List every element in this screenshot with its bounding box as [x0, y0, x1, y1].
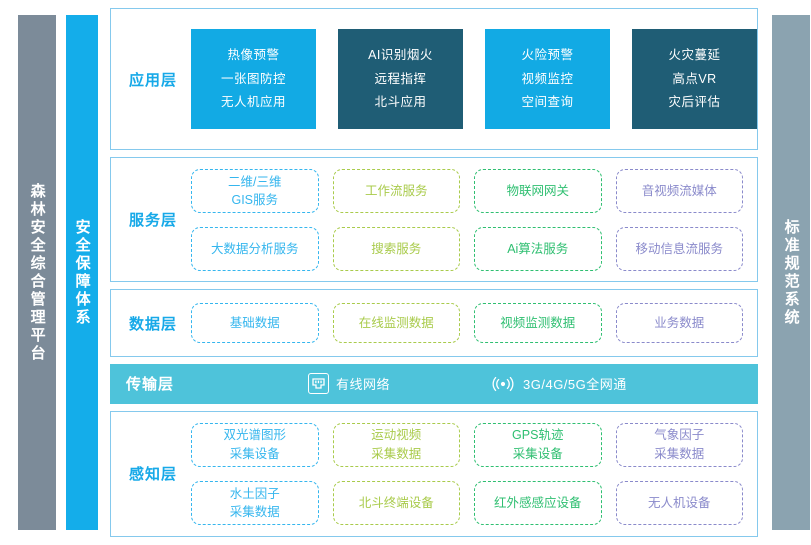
security-bar-label: 安全保障体系: [73, 218, 91, 327]
service-layer: 服务层 二维/三维 GIS服务 工作流服务 物联网网关 音视频流媒体大数据分析服务 搜索…: [110, 157, 758, 283]
capability-pill-label: 视频监测数据: [500, 316, 576, 331]
capability-pill-label: 二维/三维 GIS服务: [228, 174, 282, 207]
capability-pill-label: 红外感感应设备: [493, 496, 582, 511]
perception-layer: 感知层 双光谱图形 采集设备 运动视频 采集数据 GPS轨迹 采集设备 气象因子 采集…: [110, 410, 758, 537]
transmission-layer-body: 有线网络 3G/4G/5G全网通: [198, 364, 758, 404]
capability-pill[interactable]: 音视频流媒体: [615, 168, 743, 213]
data-layer: 数据层 基础数据 在线监测数据 视频监测数据 业务数据: [110, 289, 758, 357]
capability-pill-label: 北斗终端设备: [358, 496, 434, 511]
application-card-line: 空间查询: [521, 94, 574, 109]
capability-pill-label: 双光谱图形 采集设备: [223, 428, 286, 461]
transmission-item-wired: 有线网络: [308, 373, 391, 395]
lan-port-icon: [308, 373, 329, 395]
capability-pill[interactable]: 气象因子 采集数据: [615, 422, 743, 467]
security-bar: 安全保障体系: [66, 15, 98, 530]
capability-pill[interactable]: 移动信息流服务: [615, 226, 743, 271]
platform-bar-label: 森林安全综合管理平台: [28, 182, 46, 363]
application-card-line: 远程指挥: [374, 71, 427, 86]
capability-pill[interactable]: 双光谱图形 采集设备: [191, 422, 319, 467]
capability-pill-label: 物联网网关: [506, 183, 569, 198]
capability-pill[interactable]: 运动视频 采集数据: [332, 422, 460, 467]
service-item-grid: 二维/三维 GIS服务 工作流服务 物联网网关 音视频流媒体大数据分析服务 搜索服务 Ai…: [189, 158, 757, 281]
capability-pill-label: 水土因子 采集数据: [229, 487, 280, 520]
standard-bar-label: 标准规范系统: [782, 218, 800, 327]
application-card-line: 视频监控: [521, 71, 574, 86]
data-layer-title: 数据层: [128, 315, 177, 333]
standard-bar: 标准规范系统: [772, 15, 810, 530]
application-card-line: 一张图防控: [220, 71, 286, 86]
application-card[interactable]: 火险预警视频监控空间查询: [485, 29, 610, 130]
capability-pill-label: GPS轨迹 采集设备: [512, 428, 564, 461]
capability-pill-label: 移动信息流服务: [635, 241, 723, 256]
capability-pill[interactable]: 搜索服务: [332, 226, 460, 271]
application-card[interactable]: AI识别烟火远程指挥北斗应用: [338, 29, 463, 130]
data-layer-body: 基础数据 在线监测数据 视频监测数据 业务数据: [189, 290, 757, 356]
transmission-item-wireless: 3G/4G/5G全网通: [490, 374, 627, 393]
transmission-item-wireless-label: 3G/4G/5G全网通: [523, 377, 627, 393]
transmission-item-wired-label: 有线网络: [336, 377, 391, 393]
capability-pill-label: 在线监测数据: [358, 316, 434, 331]
service-layer-title: 服务层: [128, 212, 177, 230]
capability-pill[interactable]: GPS轨迹 采集设备: [474, 422, 602, 467]
application-card[interactable]: 热像预警一张图防控无人机应用: [191, 29, 316, 130]
capability-pill-label: 工作流服务: [364, 183, 428, 198]
capability-pill-label: 基础数据: [229, 316, 280, 331]
perception-item-grid: 双光谱图形 采集设备 运动视频 采集数据 GPS轨迹 采集设备 气象因子 采集数据水土…: [189, 412, 757, 536]
capability-pill[interactable]: 红外感感应设备: [474, 481, 602, 526]
service-layer-body: 二维/三维 GIS服务 工作流服务 物联网网关 音视频流媒体大数据分析服务 搜索服务 Ai…: [189, 158, 757, 281]
capability-pill[interactable]: 基础数据: [191, 303, 319, 344]
capability-pill[interactable]: 二维/三维 GIS服务: [191, 168, 319, 213]
capability-pill-label: 气象因子 采集数据: [654, 428, 705, 461]
capability-pill-label: 大数据分析服务: [210, 241, 299, 256]
data-item-grid: 基础数据 在线监测数据 视频监测数据 业务数据: [189, 290, 757, 356]
capability-pill[interactable]: 水土因子 采集数据: [191, 481, 319, 526]
capability-pill-label: 运动视频 采集数据: [371, 428, 422, 461]
application-card-line: 高点VR: [672, 71, 717, 86]
wireless-signal-icon: [490, 376, 516, 392]
capability-pill-label: Ai算法服务: [507, 241, 569, 256]
application-card-line: 火险预警: [521, 48, 574, 63]
capability-pill[interactable]: 在线监测数据: [332, 303, 460, 344]
platform-bar: 森林安全综合管理平台: [18, 15, 56, 530]
capability-pill[interactable]: 业务数据: [615, 303, 743, 344]
capability-pill[interactable]: 工作流服务: [332, 168, 460, 213]
capability-pill[interactable]: 视频监测数据: [474, 303, 602, 344]
application-card-line: 灾后评估: [668, 94, 721, 109]
application-card-line: 北斗应用: [374, 94, 427, 109]
application-card-line: 火灾蔓延: [668, 48, 721, 63]
capability-pill[interactable]: 无人机设备: [615, 481, 743, 526]
transmission-layer: 传输层 有线网络: [110, 363, 758, 404]
capability-pill[interactable]: 物联网网关: [474, 168, 602, 213]
capability-pill[interactable]: 北斗终端设备: [332, 481, 460, 526]
capability-pill-label: 无人机设备: [647, 496, 711, 511]
capability-pill[interactable]: 大数据分析服务: [191, 226, 319, 271]
capability-pill[interactable]: Ai算法服务: [474, 226, 602, 271]
application-layer-title: 应用层: [128, 71, 177, 89]
application-card[interactable]: 火灾蔓延高点VR 灾后评估: [632, 29, 757, 130]
capability-pill-label: 搜索服务: [371, 241, 422, 256]
perception-layer-title: 感知层: [128, 466, 177, 484]
transmission-layer-title: 传输层: [126, 376, 175, 394]
capability-pill-label: 业务数据: [654, 316, 705, 331]
perception-layer-body: 双光谱图形 采集设备 运动视频 采集数据 GPS轨迹 采集设备 气象因子 采集数据水土…: [189, 412, 757, 536]
capability-pill-label: 音视频流媒体: [641, 183, 717, 198]
application-card-line: AI识别烟火: [368, 48, 433, 63]
application-card-line: 无人机应用: [220, 94, 286, 109]
application-card-line: 热像预警: [227, 48, 280, 63]
